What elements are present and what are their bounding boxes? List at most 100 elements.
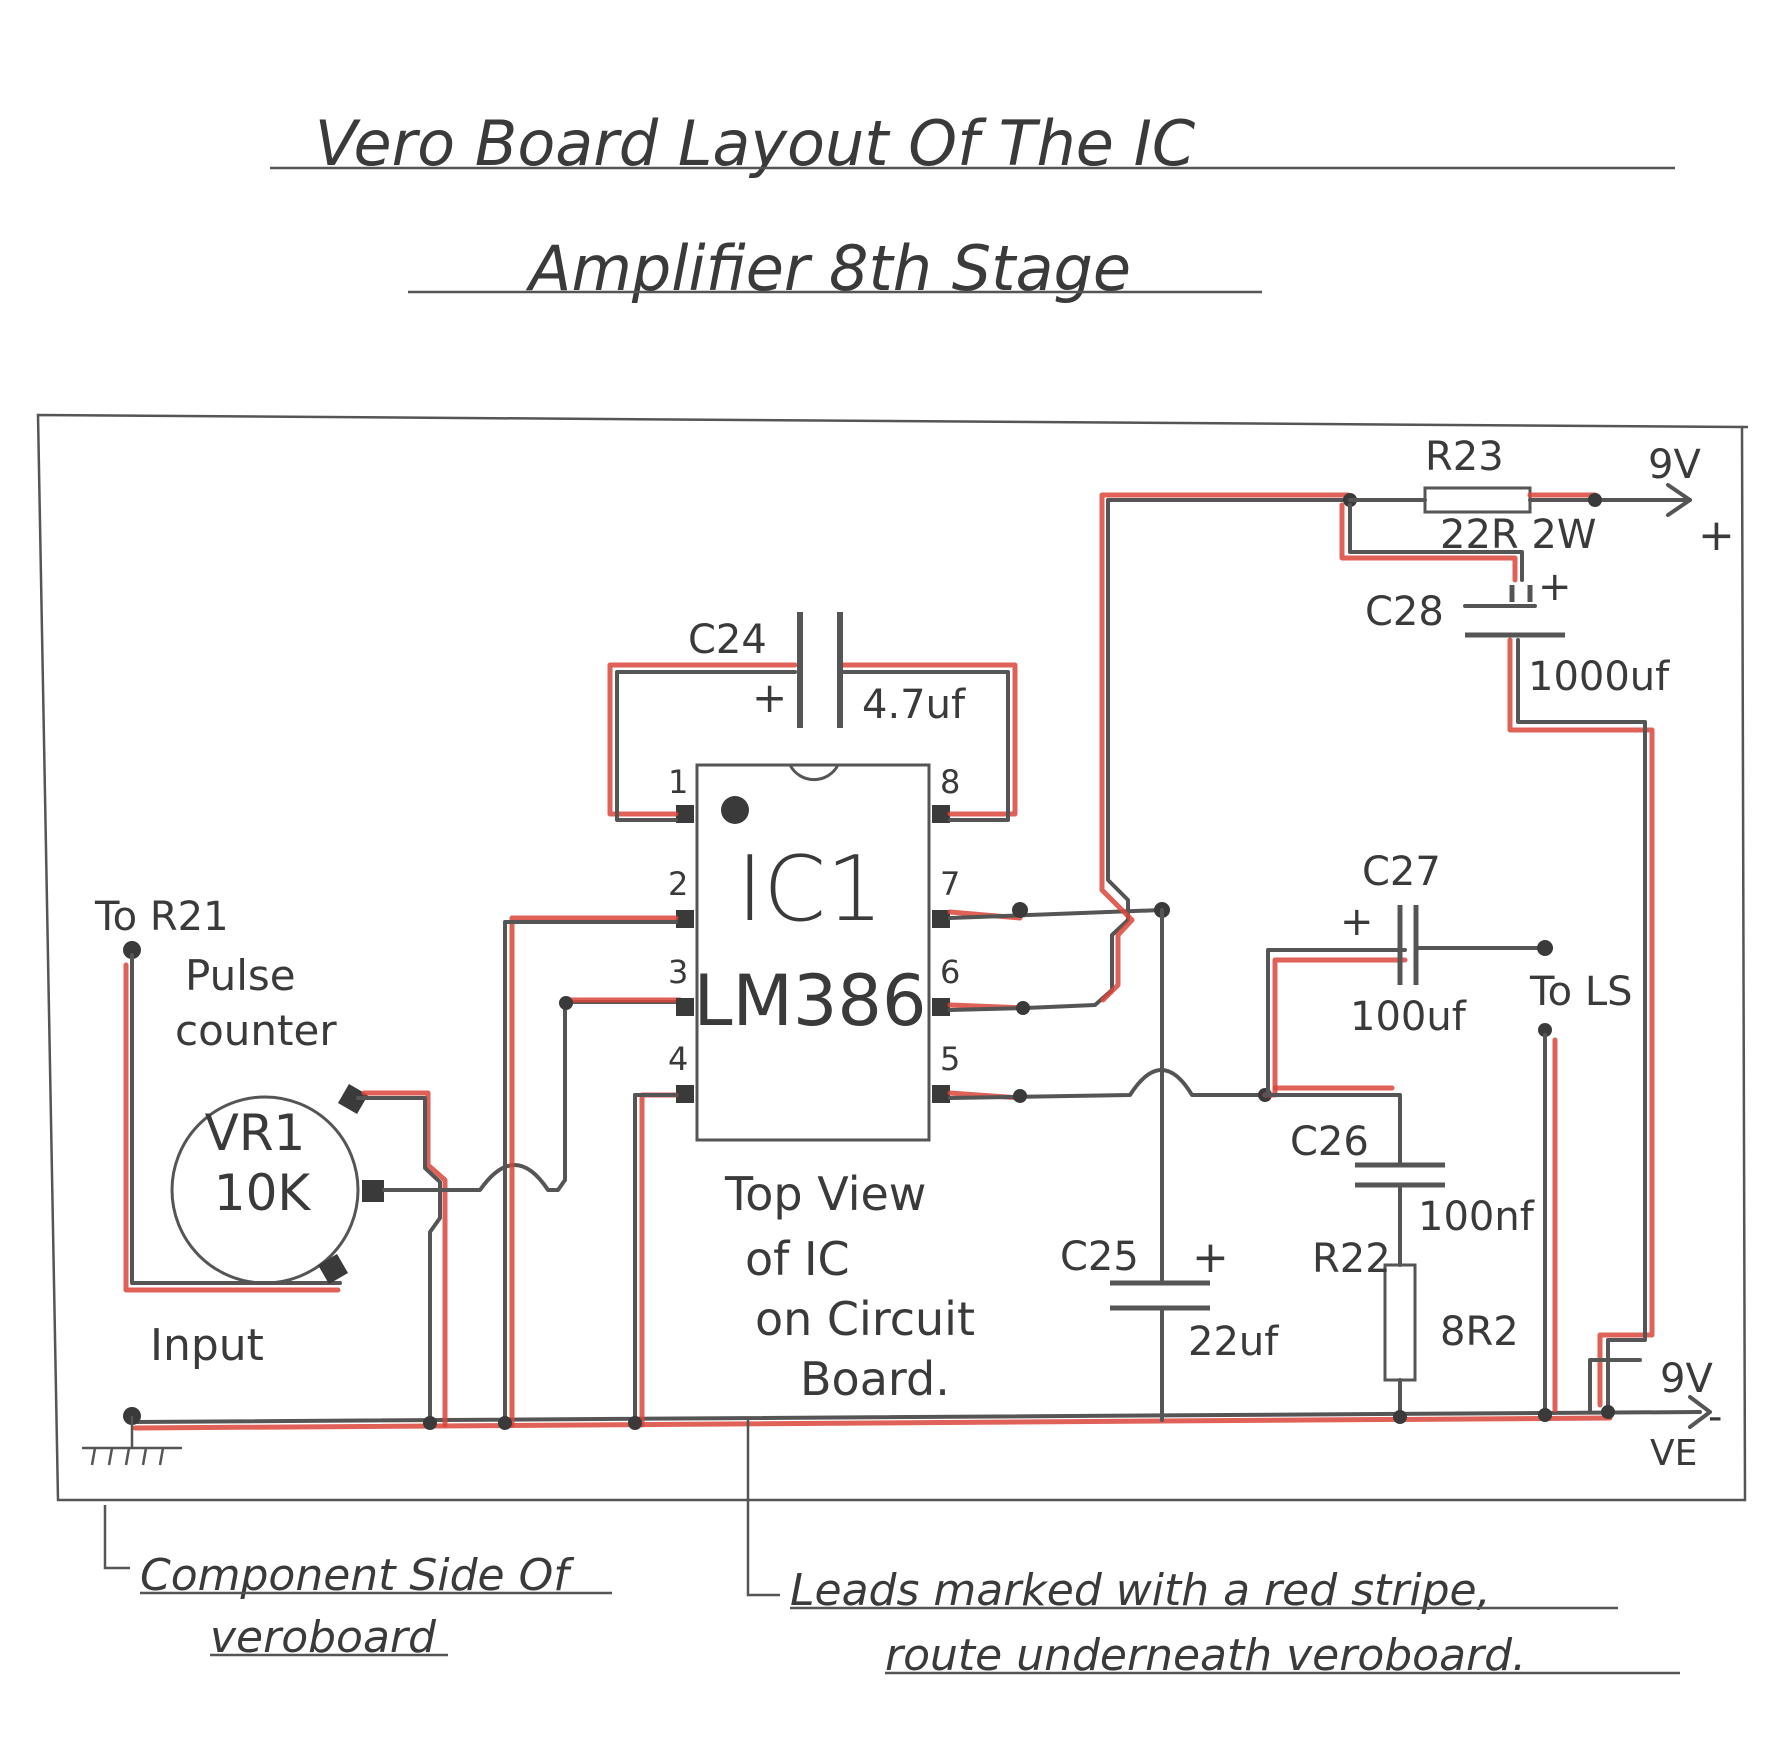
junction-pin6 [1016,1001,1030,1015]
supply-plus-arrow [1666,483,1692,517]
c28-bottom-wire-red [1507,637,1655,1408]
c26-label: C26 [1290,1119,1369,1165]
pin-number-4: 4 [668,1040,688,1078]
pin-number-2: 2 [668,865,688,903]
c28-polarity: + [1538,564,1572,610]
c28-value: 1000uf [1528,654,1670,700]
c25-value: 22uf [1188,1319,1279,1365]
junction-pin2-ground [498,1416,512,1430]
pin6-wire [948,498,1352,1012]
ic-caption-4: Board. [800,1352,950,1406]
plus-9v-sign: + [1698,510,1735,561]
pin-number-1: 1 [668,763,688,801]
c28-ground-link [1588,1358,1642,1414]
ic1-notch [788,764,840,782]
pin2-wire [503,920,678,1425]
pin-number-8: 8 [940,763,960,801]
ic1-name: IC1 [737,837,884,942]
junction-r22-ground [1393,1410,1407,1424]
c28-label: C28 [1365,589,1444,635]
c24-right-wire-red [837,662,1018,817]
note-pointer-red-leads [746,1420,780,1597]
c25-label: C25 [1060,1234,1139,1280]
r22-body [1383,1263,1417,1382]
c24-left-wire-red [607,662,798,817]
ic1-pin-1 [676,805,694,823]
junction-c28-ground [1601,1405,1615,1419]
c28-bottom-wire [1516,638,1647,1414]
pin4-wire [633,1093,678,1425]
pin-number-3: 3 [668,953,688,991]
ic1-pin-2 [676,910,694,928]
r23-body [1423,486,1532,514]
vr1-body [170,1095,360,1285]
junction-pin5 [1013,1089,1027,1103]
ic1-pin-4 [676,1085,694,1103]
earth-symbol [82,1416,182,1466]
vr1-pin-top [337,1083,369,1115]
vr1-value: 10K [214,1164,312,1222]
veroboard-outline [36,413,1747,1502]
vr1-label: VR1 [205,1104,306,1162]
c24-left-wire [615,670,797,822]
vr1-pin-wiper [362,1180,384,1202]
title-line-2: Amplifier 8th Stage [525,232,1131,305]
pin-number-7: 7 [940,865,960,903]
c27-value: 100uf [1350,994,1467,1040]
pin5-wire [948,1068,1267,1100]
ic1-pin-5 [932,1085,950,1103]
pin6-wire-red-long [1099,492,1351,1003]
to-r21-label: To R21 [94,894,229,940]
ic1-pin-7 [932,910,950,928]
c27-label: C27 [1362,849,1441,895]
c27-polarity: + [1340,899,1374,945]
r23-label: R23 [1425,434,1504,480]
to-ls-label: To LS [1529,969,1633,1015]
ic1-pin-8 [932,805,950,823]
ground-rail [133,1410,1702,1424]
supply-minus-arrow [1688,1395,1712,1429]
junction-vr1-ground [423,1416,437,1430]
ic-caption-3: on Circuit [755,1292,975,1346]
ic1-pin1-dot [721,796,749,824]
pulse-label: Pulse [185,951,296,1000]
junction-r23-right [1588,493,1602,507]
ic-caption-1: Top View [724,1167,926,1221]
r22-label: R22 [1312,1236,1391,1282]
ic1-part: LM386 [693,960,926,1042]
ic-caption-2: of IC [745,1232,850,1286]
junction-pin4-ground [628,1416,642,1430]
plus-9v-label: 9V [1648,442,1701,488]
c24-label: C24 [688,617,767,663]
junction-ls-ground [1538,1408,1552,1422]
pin2-wire-red [509,915,679,1428]
vr1-ground-wire [356,1096,442,1427]
c27-output-node [1537,940,1553,956]
pin-number-6: 6 [940,953,960,991]
c24-value: 4.7uf [862,682,966,728]
c24-right-wire [838,670,1010,822]
junction-pin7 [1012,902,1028,918]
c26-top-wire [1263,1093,1402,1167]
c26-value: 100nf [1418,1194,1535,1240]
input-label: Input [150,1320,264,1371]
c28-top-wire [1348,503,1524,582]
minus-9v-label: 9V [1660,1356,1713,1402]
pin-number-5: 5 [940,1040,960,1078]
ic1-pin-3 [676,998,694,1016]
r22-value: 8R2 [1440,1309,1519,1355]
junction-pin3 [559,996,573,1010]
c28-top-wire-red [1339,502,1518,583]
r21-wire-red [123,962,341,1293]
c24-polarity: + [752,673,787,722]
counter-label: counter [175,1006,337,1055]
vr1-ground-wire-red [361,1090,448,1428]
vr1-wiper-wire [382,1000,682,1192]
minus-ve-label: VE [1650,1433,1697,1474]
c25-polarity: + [1192,1232,1229,1283]
note-pointer-component-side [103,1505,130,1570]
ic1-body [695,763,931,1142]
ground-rail-red [132,1415,1613,1431]
ls-return-node [1538,1023,1552,1037]
